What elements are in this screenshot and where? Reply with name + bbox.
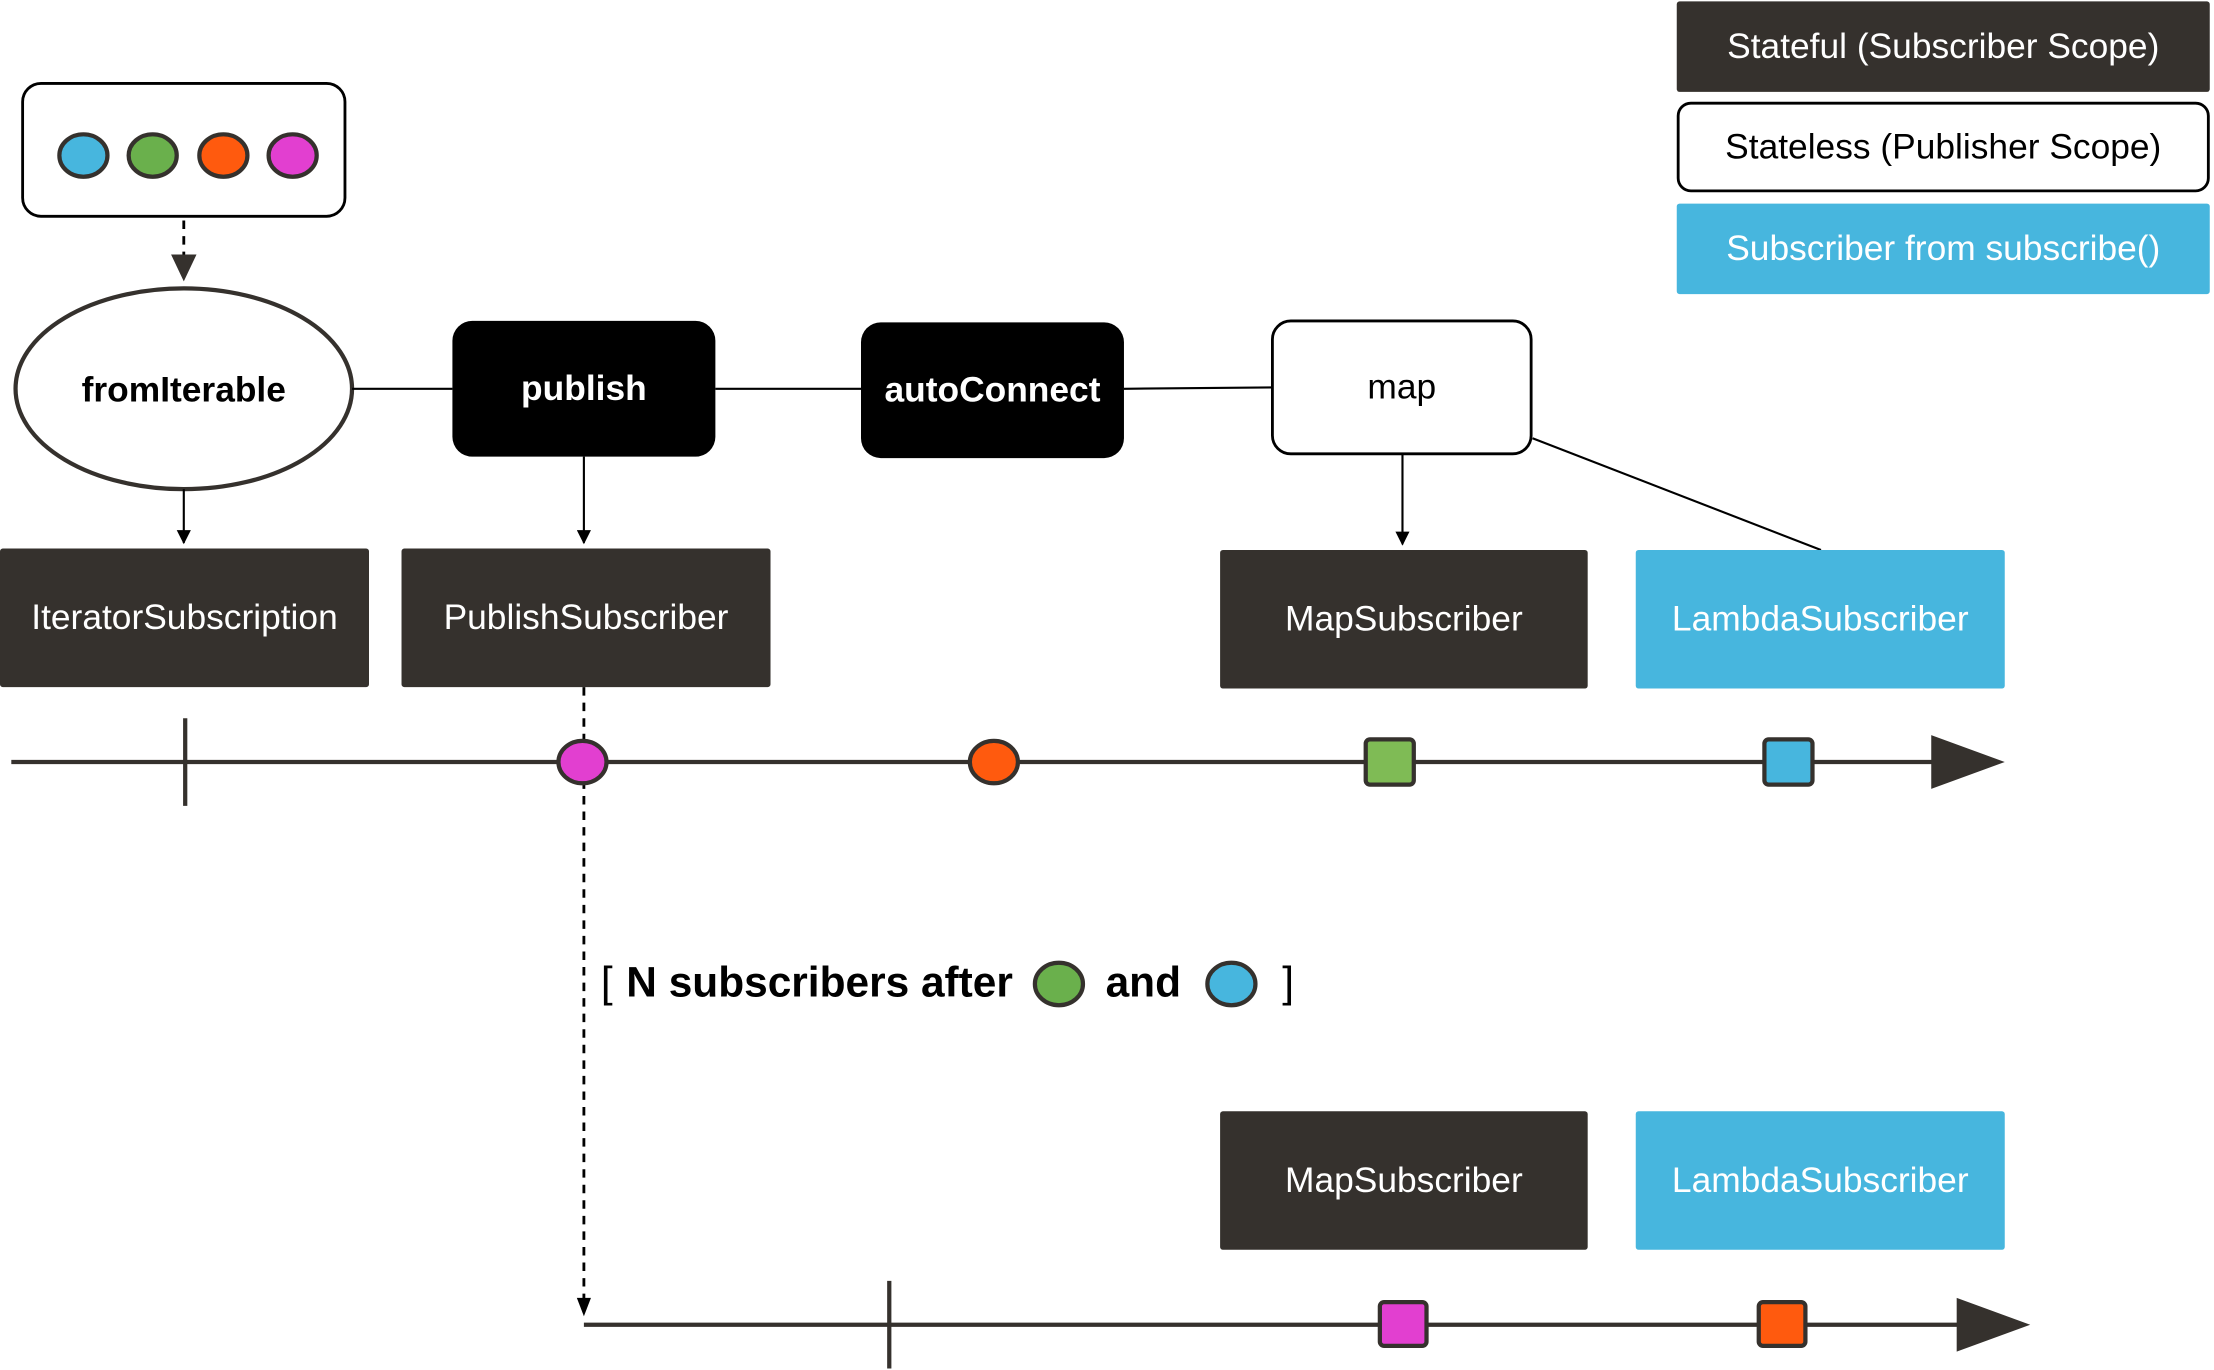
source-marble-green — [126, 132, 179, 179]
top-square-green — [1363, 737, 1416, 787]
operator-map: map — [1270, 319, 1533, 456]
annotation-and: and — [1105, 959, 1182, 1007]
lambda-subscriber-bottom: LambdaSubscriber — [1635, 1111, 2005, 1250]
lambda-subscriber-top: LambdaSubscriber — [1635, 549, 2005, 689]
source-marble-orange — [197, 132, 250, 179]
legend-stateful: Stateful (Subscriber Scope) — [1676, 1, 2210, 92]
source-marbles — [57, 132, 319, 179]
operator-fromiterable-label: fromIterable — [81, 369, 286, 410]
legend-subscriber: Subscriber from subscribe() — [1676, 203, 2210, 295]
source-arrow-head — [171, 254, 197, 282]
timeline-top-arrowhead — [1931, 735, 2005, 789]
top-marble-orange — [967, 738, 1021, 786]
iterator-subscription: IteratorSubscription — [0, 548, 369, 688]
annotation-close-bracket: ] — [1282, 959, 1295, 1007]
publish-dashed-arrowhead — [576, 1297, 591, 1317]
bottom-square-orange — [1756, 1299, 1808, 1349]
top-square-blue — [1762, 737, 1815, 787]
map-subscriber-bottom: MapSubscriber — [1220, 1111, 1588, 1250]
operator-publish: publish — [452, 320, 716, 457]
chain-line-3 — [1123, 386, 1272, 390]
source-marble-blue — [57, 132, 110, 179]
top-marble-magenta — [556, 738, 609, 786]
annotation-marble-green — [1032, 960, 1086, 1008]
map-to-lambda-line — [1532, 437, 1822, 551]
legend-stateless: Stateless (Publisher Scope) — [1676, 101, 2210, 193]
annotation-open-bracket: [ — [600, 959, 613, 1007]
map-subscriber-top: MapSubscriber — [1220, 549, 1588, 689]
bottom-square-magenta — [1377, 1299, 1429, 1349]
operator-autoconnect: autoConnect — [860, 322, 1124, 459]
publish-subscriber: PublishSubscriber — [401, 548, 771, 688]
annotation-marble-blue — [1205, 960, 1258, 1008]
source-marble-magenta — [266, 132, 319, 179]
annotation-prefix: N subscribers after — [626, 959, 1013, 1007]
timeline-bottom-arrowhead — [1956, 1297, 2031, 1352]
source-items-box — [21, 81, 347, 218]
